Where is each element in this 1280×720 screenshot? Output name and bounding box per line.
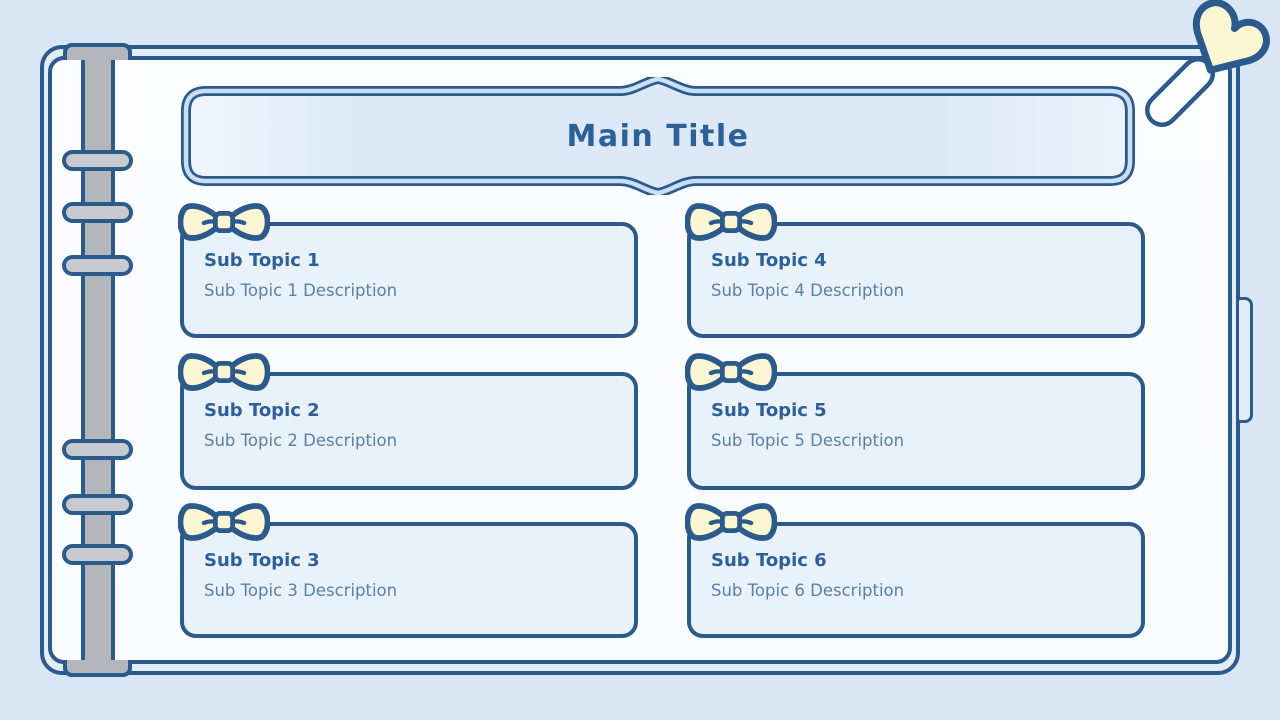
page-tab <box>1236 297 1253 423</box>
bow-icon <box>685 499 777 545</box>
binder-ring <box>62 255 133 276</box>
binder-ring <box>62 202 133 223</box>
bow-icon <box>178 499 270 545</box>
subtopic-title: Sub Topic 4 <box>711 250 827 271</box>
subtopic-description: Sub Topic 6 Description <box>711 581 905 600</box>
binder-spine-cap-bottom <box>63 660 132 677</box>
subtopic-description: Sub Topic 5 Description <box>711 431 905 450</box>
subtopic-card-2: Sub Topic 2 Sub Topic 2 Description <box>180 372 638 490</box>
binder-ring <box>62 150 133 171</box>
bow-icon <box>178 349 270 395</box>
subtopic-description: Sub Topic 2 Description <box>204 431 398 450</box>
title-banner: Main Title <box>172 77 1144 195</box>
bow-icon <box>178 199 270 245</box>
binder-ring <box>62 544 133 565</box>
subtopic-description: Sub Topic 4 Description <box>711 281 905 300</box>
subtopic-card-4: Sub Topic 4 Sub Topic 4 Description <box>687 222 1145 338</box>
binder-spine <box>81 45 115 675</box>
binder-ring <box>62 494 133 515</box>
bow-icon <box>685 199 777 245</box>
bow-icon <box>685 349 777 395</box>
binder-spine-cap-top <box>63 43 132 60</box>
page-title: Main Title <box>566 118 750 154</box>
subtopic-title: Sub Topic 1 <box>204 250 320 271</box>
subtopic-card-1: Sub Topic 1 Sub Topic 1 Description <box>180 222 638 338</box>
subtopic-card-6: Sub Topic 6 Sub Topic 6 Description <box>687 522 1145 638</box>
subtopic-title: Sub Topic 5 <box>711 400 827 421</box>
subtopic-description: Sub Topic 3 Description <box>204 581 398 600</box>
subtopic-title: Sub Topic 3 <box>204 550 320 571</box>
binder-ring <box>62 439 133 460</box>
subtopic-card-3: Sub Topic 3 Sub Topic 3 Description <box>180 522 638 638</box>
subtopic-card-5: Sub Topic 5 Sub Topic 5 Description <box>687 372 1145 490</box>
banner-frame <box>181 77 1135 195</box>
subtopic-description: Sub Topic 1 Description <box>204 281 398 300</box>
subtopic-title: Sub Topic 2 <box>204 400 320 421</box>
subtopic-title: Sub Topic 6 <box>711 550 827 571</box>
